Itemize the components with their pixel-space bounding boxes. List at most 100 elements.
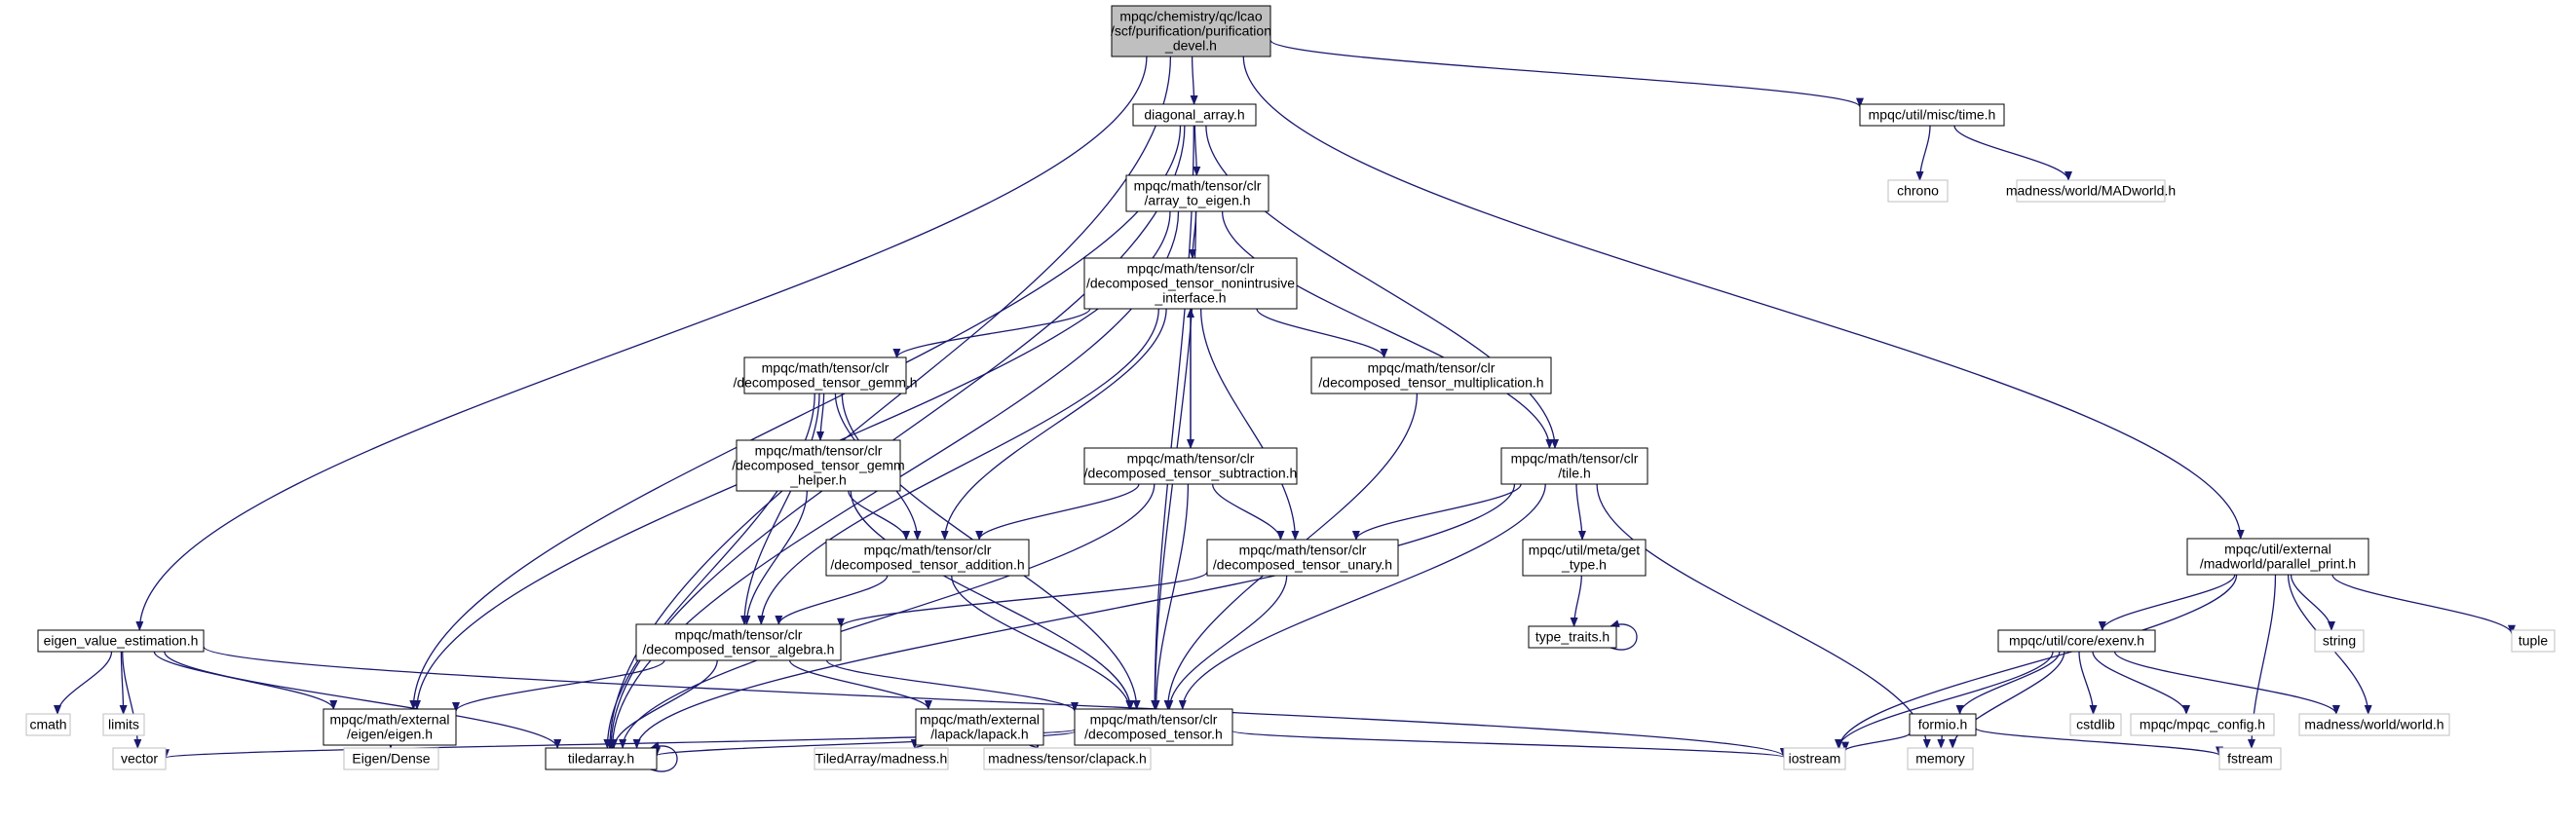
node-label-exenv-line-0: mpqc/util/core/exenv.h xyxy=(2009,633,2144,649)
edge-eve-to-limits xyxy=(119,651,128,715)
node-mpqcconfig: mpqc/mpqc_config.h xyxy=(2130,713,2275,736)
edge-timeh-to-chrono xyxy=(1915,125,1931,181)
node-gemmh[interactable]: mpqc/math/tensor/clr/decomposed_tensor_g… xyxy=(732,439,905,492)
node-gemm[interactable]: mpqc/math/tensor/clr/decomposed_tensor_g… xyxy=(733,356,918,394)
node-worldh: madness/world/world.h xyxy=(2298,713,2450,736)
node-lapack[interactable]: mpqc/math/external/lapack/lapack.h xyxy=(915,708,1044,746)
node-clapack: madness/tensor/clapack.h xyxy=(983,747,1152,770)
node-box-tamad xyxy=(814,747,949,770)
edge-dt-to-iostream xyxy=(1231,730,1788,759)
node-label-tamad-line-0: TiledArray/madness.h xyxy=(815,751,948,767)
node-label-mult-line-1: /decomposed_tensor_multiplication.h xyxy=(1318,375,1543,391)
node-label-root-line-2: _devel.h xyxy=(1164,38,1217,54)
node-exenv[interactable]: mpqc/util/core/exenv.h xyxy=(1997,629,2156,653)
edge-dt-to-tiledarray xyxy=(653,730,1076,757)
edge-nonint-to-mult xyxy=(1256,308,1388,358)
node-pprint[interactable]: mpqc/util/external/madworld/parallel_pri… xyxy=(2186,538,2369,576)
node-box-worldh xyxy=(2298,713,2450,736)
edge-tile-to-memory xyxy=(1596,483,1931,749)
node-label-sub-line-1: /decomposed_tensor_subtraction.h xyxy=(1084,466,1298,481)
edge-gemmh-to-add xyxy=(848,490,911,541)
edge-ttraits-to-ttraits xyxy=(1610,619,1638,651)
node-label-unary-line-1: /decomposed_tensor_unary.h xyxy=(1213,557,1392,573)
node-box-mult xyxy=(1310,356,1552,394)
node-label-madworld-line-0: madness/world/MADworld.h xyxy=(2006,183,2176,199)
node-label-memory-line-0: memory xyxy=(1915,751,1965,767)
node-label-lapack-line-1: /lapack/lapack.h xyxy=(930,727,1028,742)
node-add[interactable]: mpqc/math/tensor/clr/decomposed_tensor_a… xyxy=(825,539,1030,577)
node-label-nonint-line-1: /decomposed_tensor_nonintrusive xyxy=(1086,276,1295,291)
node-box-chrono xyxy=(1887,179,1949,203)
node-a2e[interactable]: mpqc/math/tensor/clr/array_to_eigen.h xyxy=(1125,174,1269,212)
edge-root-to-pprint xyxy=(1242,56,2245,540)
node-eve[interactable]: eigen_value_estimation.h xyxy=(37,629,205,653)
node-timeh[interactable]: mpqc/util/misc/time.h xyxy=(1859,103,2005,127)
edge-sub-to-tiledarray xyxy=(619,483,1155,749)
node-iostream: iostream xyxy=(1783,747,1846,770)
node-diag[interactable]: diagonal_array.h xyxy=(1132,103,1257,127)
node-label-gemmh-line-0: mpqc/math/tensor/clr xyxy=(755,443,883,459)
node-box-dt xyxy=(1074,708,1233,746)
edge-timeh-to-madworld xyxy=(1953,125,2072,181)
node-label-cmath-line-0: cmath xyxy=(29,717,66,732)
edge-a2e-to-tile xyxy=(1221,210,1554,449)
node-root[interactable]: mpqc/chemistry/qc/lcao/scf/purification/… xyxy=(1111,5,1271,57)
edge-pprint-to-tuple xyxy=(2331,574,2516,635)
edge-eve-to-iostream xyxy=(203,646,1788,758)
node-box-cstdlib xyxy=(2069,713,2122,736)
edge-layer xyxy=(54,39,2516,772)
edge-sub-to-add xyxy=(975,483,1140,541)
edge-exenv-to-formio xyxy=(1955,651,2061,715)
node-box-gettype xyxy=(1522,539,1647,577)
edge-nonint-to-unary xyxy=(1199,308,1300,541)
node-formio[interactable]: formio.h xyxy=(1909,713,1977,736)
edge-tile-to-gettype xyxy=(1575,483,1586,541)
node-tile[interactable]: mpqc/math/tensor/clr/tile.h xyxy=(1500,447,1648,485)
edge-alg-to-lapack xyxy=(788,659,932,710)
node-label-alg-line-0: mpqc/math/tensor/clr xyxy=(675,627,803,643)
node-label-gemm-line-0: mpqc/math/tensor/clr xyxy=(762,360,890,376)
node-label-eigendense-line-0: Eigen/Dense xyxy=(352,751,430,767)
node-label-limits-line-0: limits xyxy=(108,717,139,732)
node-ttraits[interactable]: type_traits.h xyxy=(1528,625,1617,649)
node-label-string-line-0: string xyxy=(2323,633,2356,649)
node-label-gettype-line-0: mpqc/util/meta/get xyxy=(1529,543,1640,558)
node-cstdlib: cstdlib xyxy=(2069,713,2122,736)
node-mult[interactable]: mpqc/math/tensor/clr/decomposed_tensor_m… xyxy=(1310,356,1552,394)
node-gettype[interactable]: mpqc/util/meta/get_type.h xyxy=(1522,539,1647,577)
node-eigenh[interactable]: mpqc/math/external/eigen/eigen.h xyxy=(322,708,457,746)
node-nonint[interactable]: mpqc/math/tensor/clr/decomposed_tensor_n… xyxy=(1083,257,1298,310)
edge-unary-to-dt xyxy=(1165,575,1288,710)
node-alg[interactable]: mpqc/math/tensor/clr/decomposed_tensor_a… xyxy=(635,623,842,661)
node-sub[interactable]: mpqc/math/tensor/clr/decomposed_tensor_s… xyxy=(1083,447,1298,485)
node-box-alg xyxy=(635,623,842,661)
node-box-vector xyxy=(112,747,167,770)
node-box-tiledarray xyxy=(545,747,658,770)
node-label-dt-line-0: mpqc/math/tensor/clr xyxy=(1090,712,1218,728)
edge-formio-to-fstream xyxy=(1975,728,2223,757)
node-label-root-line-1: /scf/purification/purification xyxy=(1111,23,1271,39)
node-box-cmath xyxy=(25,713,71,736)
edge-diag-to-eigenh xyxy=(409,125,1182,710)
edge-exenv-to-cstdlib xyxy=(2078,651,2098,715)
node-label-formio-line-0: formio.h xyxy=(1918,717,1968,732)
edge-eve-to-tiledarray xyxy=(164,651,562,749)
node-label-unary-line-0: mpqc/math/tensor/clr xyxy=(1239,543,1367,558)
node-tiledarray[interactable]: tiledarray.h xyxy=(545,747,658,770)
edge-tile-to-tiledarray xyxy=(632,483,1516,749)
node-box-limits xyxy=(102,713,145,736)
node-box-ttraits xyxy=(1528,625,1617,649)
node-label-a2e-line-1: /array_to_eigen.h xyxy=(1145,193,1251,208)
edge-pprint-to-exenv xyxy=(2098,574,2236,631)
edge-gemm-to-gemmh xyxy=(816,393,825,441)
node-label-pprint-line-0: mpqc/util/external xyxy=(2224,542,2331,557)
node-box-unary xyxy=(1206,539,1399,577)
node-dt[interactable]: mpqc/math/tensor/clr/decomposed_tensor.h xyxy=(1074,708,1233,746)
edge-diag-to-a2e xyxy=(1193,125,1201,176)
node-limits: limits xyxy=(102,713,145,736)
node-label-vector-line-0: vector xyxy=(121,751,158,767)
node-label-eigenh-line-1: /eigen/eigen.h xyxy=(347,727,433,742)
edge-eve-to-vector xyxy=(122,651,142,749)
node-unary[interactable]: mpqc/math/tensor/clr/decomposed_tensor_u… xyxy=(1206,539,1399,577)
node-box-gemmh xyxy=(736,439,901,492)
